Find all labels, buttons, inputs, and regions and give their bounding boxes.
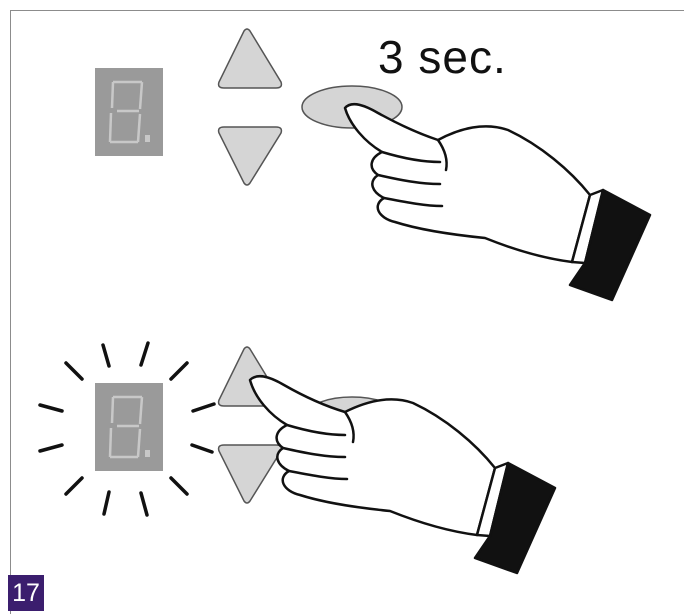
hand-bottom-icon [250,376,555,573]
display-flashing [95,383,163,471]
decimal-point [145,450,150,457]
up-button-top[interactable] [219,29,282,88]
hold-duration-caption: 3 sec. [378,30,507,84]
down-button-top[interactable] [219,127,282,185]
down-button-bottom[interactable] [219,445,282,503]
display-steady [95,68,163,156]
step-number-badge: 17 [8,575,44,611]
decimal-point [145,135,150,142]
hand-top-icon [345,104,650,300]
